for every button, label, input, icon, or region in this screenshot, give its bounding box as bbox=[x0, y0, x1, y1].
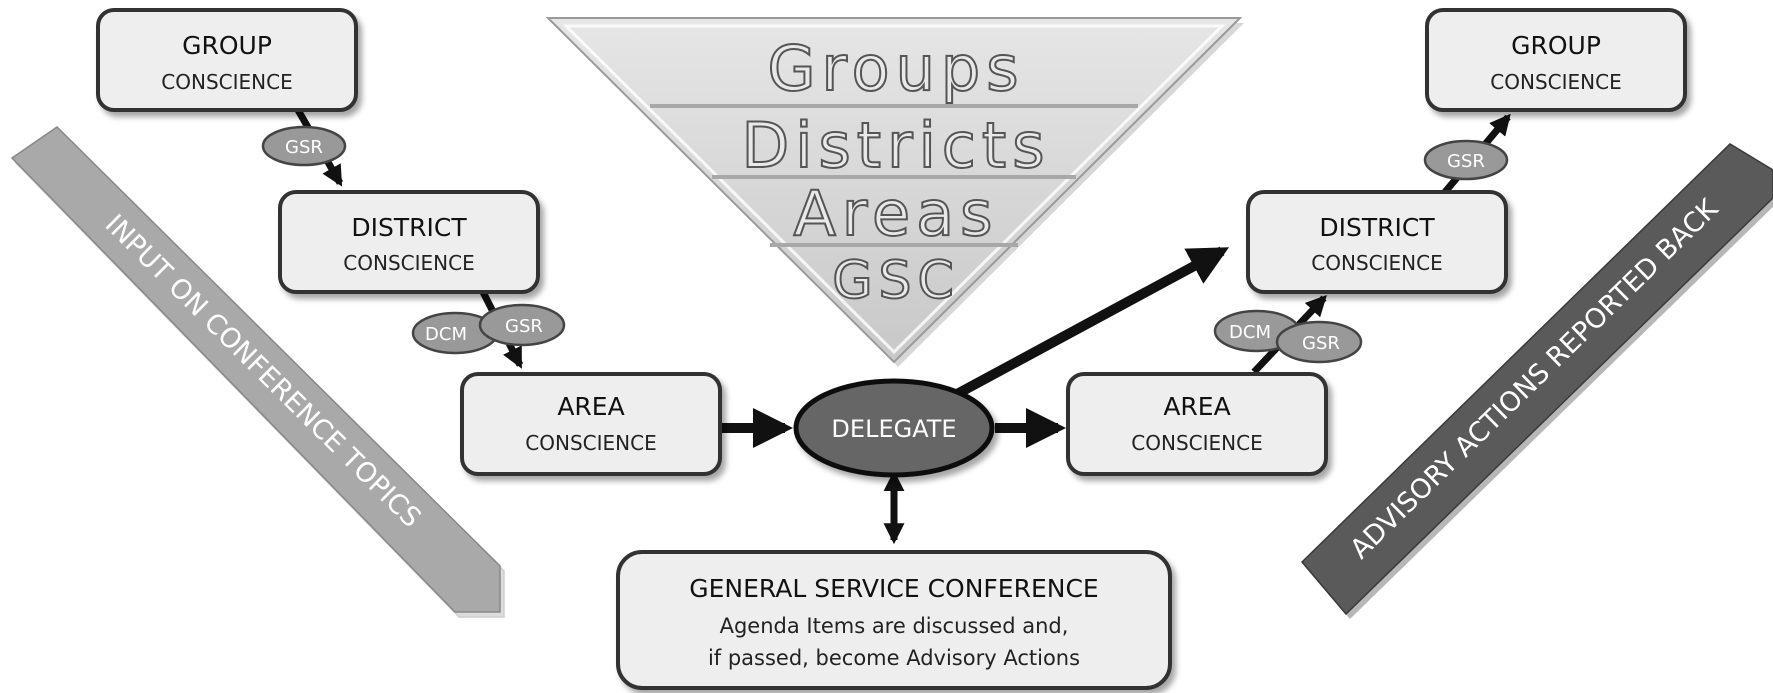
left-gsr-oval: GSR bbox=[261, 125, 347, 167]
pyramid-level-areas: Areas bbox=[794, 177, 999, 250]
right-area-box: AREA CONSCIENCE bbox=[1066, 372, 1328, 476]
pyramid-level-gsc: GSC bbox=[832, 251, 960, 311]
delegate-label: DELEGATE bbox=[831, 415, 956, 443]
conference-line2: if passed, become Advisory Actions bbox=[708, 646, 1080, 670]
right-district-subtitle: CONSCIENCE bbox=[1311, 251, 1442, 275]
right-banner: ADVISORY ACTIONS REPORTED BACK bbox=[1300, 143, 1773, 619]
right-gsr-oval: GSR bbox=[1423, 139, 1509, 181]
left-area-title: AREA bbox=[557, 392, 624, 421]
right-gsr-label: GSR bbox=[1447, 151, 1485, 172]
right-group-subtitle: CONSCIENCE bbox=[1490, 70, 1621, 94]
left-group-title: GROUP bbox=[182, 31, 272, 60]
pyramid-level-districts: Districts bbox=[742, 109, 1051, 182]
right-area-title: AREA bbox=[1163, 392, 1230, 421]
right-area-subtitle: CONSCIENCE bbox=[1131, 431, 1262, 455]
right-district-box: DISTRICT CONSCIENCE bbox=[1246, 190, 1508, 294]
left-district-title: DISTRICT bbox=[351, 213, 467, 242]
conference-box: GENERAL SERVICE CONFERENCE Agenda Items … bbox=[616, 550, 1172, 690]
left-group-subtitle: CONSCIENCE bbox=[161, 70, 292, 94]
left-district-subtitle: CONSCIENCE bbox=[343, 251, 474, 275]
delegate-oval: DELEGATE bbox=[793, 378, 995, 478]
right-gsr2-oval: GSR bbox=[1275, 320, 1363, 364]
pyramid-level-groups: Groups bbox=[767, 32, 1024, 105]
pyramid: Groups Districts Areas GSC bbox=[545, 17, 1244, 367]
left-group-box: GROUP CONSCIENCE bbox=[96, 8, 358, 112]
right-gsr2-label: GSR bbox=[1302, 333, 1340, 354]
right-district-title: DISTRICT bbox=[1319, 213, 1435, 242]
conference-title: GENERAL SERVICE CONFERENCE bbox=[689, 574, 1098, 603]
left-area-subtitle: CONSCIENCE bbox=[525, 431, 656, 455]
left-gsr2-label: GSR bbox=[505, 316, 543, 337]
arrow-delegate-to-district bbox=[954, 246, 1230, 399]
right-group-box: GROUP CONSCIENCE bbox=[1425, 8, 1687, 112]
conference-line1: Agenda Items are discussed and, bbox=[720, 614, 1069, 638]
left-gsr2-oval: GSR bbox=[478, 303, 566, 347]
left-dcm-label: DCM bbox=[425, 324, 467, 345]
right-group-title: GROUP bbox=[1511, 31, 1601, 60]
left-dcm-oval: DCM bbox=[411, 311, 499, 355]
left-district-box: DISTRICT CONSCIENCE bbox=[278, 190, 540, 294]
right-dcm-label: DCM bbox=[1229, 322, 1271, 343]
left-gsr-label: GSR bbox=[285, 137, 323, 158]
left-area-box: AREA CONSCIENCE bbox=[460, 372, 722, 476]
